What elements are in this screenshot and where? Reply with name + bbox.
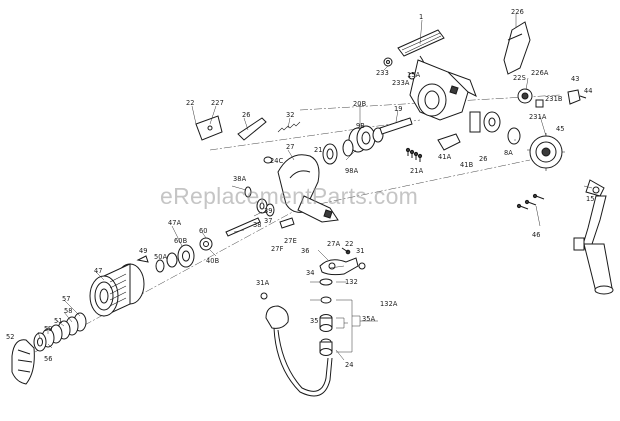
drag-knob-52: [11, 339, 35, 385]
part-label: 132: [345, 278, 358, 286]
bail-wire-24: [265, 305, 333, 397]
part-label: 39: [264, 207, 273, 215]
part-label: 41B: [460, 161, 474, 169]
roller-assembly: [322, 125, 384, 165]
screws-46: [516, 193, 545, 210]
part-label: 27A: [327, 240, 341, 248]
clip-43: [567, 89, 581, 105]
part-label: 35: [310, 317, 319, 325]
bail-wire-part: [397, 29, 445, 91]
bracket-41a: [437, 133, 461, 151]
handle-knob: [573, 237, 614, 295]
part-label: 45: [556, 125, 565, 133]
part-label: 231B: [545, 95, 563, 103]
part-label: 59: [44, 325, 53, 333]
screw-231b: [535, 99, 544, 108]
part-label: 60B: [174, 237, 188, 245]
part-label: 24C: [270, 157, 284, 165]
part-label: 22: [345, 240, 354, 248]
part-label: 51: [54, 317, 63, 325]
part-label: 38A: [233, 175, 247, 183]
washer-233: [383, 57, 393, 67]
part-label: 58: [64, 307, 73, 315]
part-label: 41A: [438, 153, 452, 161]
part-label: 57: [62, 295, 71, 303]
body-frame-part: [409, 59, 477, 121]
part-label: 226A: [531, 69, 549, 77]
part-label: 24: [345, 361, 354, 369]
gear-60-group: [155, 237, 213, 273]
part-label: 38: [253, 221, 262, 229]
part-label: 132A: [380, 300, 398, 308]
crank-arm-15: [581, 179, 607, 251]
handle-arm-226: [503, 21, 531, 75]
screw-24c: [263, 156, 273, 164]
part-label: 15: [586, 195, 595, 203]
part-label: 19: [394, 105, 403, 113]
part-label: 21: [314, 146, 323, 154]
watermark-text: eReplacementParts.com: [160, 183, 419, 209]
part-label: 27F: [271, 245, 284, 253]
part-label: 32: [286, 111, 295, 119]
part-label: 227: [211, 99, 224, 107]
spring-32: [277, 121, 301, 133]
roller-26-8a: [469, 111, 521, 145]
part-label: 231A: [529, 113, 547, 121]
part-label: 52: [6, 333, 15, 341]
part-label: 8A: [504, 149, 513, 157]
part-label: 37: [264, 217, 273, 225]
part-label: 226: [511, 8, 524, 16]
part-label: 1: [419, 13, 424, 21]
screws-21a: [405, 147, 423, 162]
part-label: 47A: [168, 219, 182, 227]
part-label: 56: [44, 355, 53, 363]
leader-lines: [37, 14, 593, 361]
plate-227: [195, 115, 223, 141]
drive-gear-45: [527, 133, 565, 171]
part-label: 22S: [513, 74, 526, 82]
part-label: 233A: [392, 79, 410, 87]
part-49: [136, 255, 149, 263]
part-label: 35A: [362, 315, 376, 323]
part-label: 50A: [154, 253, 168, 261]
shaft-19: [379, 117, 413, 135]
shaft-pin: [225, 217, 261, 237]
part-label: 26: [242, 111, 251, 119]
spool-47: [89, 263, 145, 317]
part-label: 9B: [356, 122, 365, 130]
line-roller-stack: [319, 278, 333, 356]
part-label: 22: [186, 99, 195, 107]
lever-26: [237, 117, 267, 141]
part-label: 43: [571, 75, 580, 83]
small-washers-38a-39: [244, 186, 295, 229]
part-label: 98A: [345, 167, 359, 175]
part-label: 31: [356, 247, 365, 255]
part-label: 49: [139, 247, 148, 255]
part-label: 21A: [410, 167, 424, 175]
part-label: 47: [94, 267, 103, 275]
part-label: 40B: [206, 257, 220, 265]
part-label: 31A: [256, 279, 270, 287]
part-label: 60: [199, 227, 208, 235]
part-label: 46: [532, 231, 541, 239]
part-label: 44: [584, 87, 593, 95]
screw-31a: [260, 292, 268, 300]
bail-arm-27: [277, 154, 339, 223]
part-label: 20B: [353, 100, 367, 108]
part-label: 36: [301, 247, 310, 255]
part-label: 26: [479, 155, 488, 163]
part-label: 34: [306, 269, 315, 277]
part-label: 27: [286, 143, 295, 151]
drag-washer-stack: [33, 312, 87, 352]
washer-233a: [408, 72, 416, 80]
bail-hinge-27a: [319, 247, 366, 276]
part-label: 233: [376, 69, 389, 77]
part-label: 15A: [407, 71, 421, 79]
part-label: 27E: [284, 237, 297, 245]
